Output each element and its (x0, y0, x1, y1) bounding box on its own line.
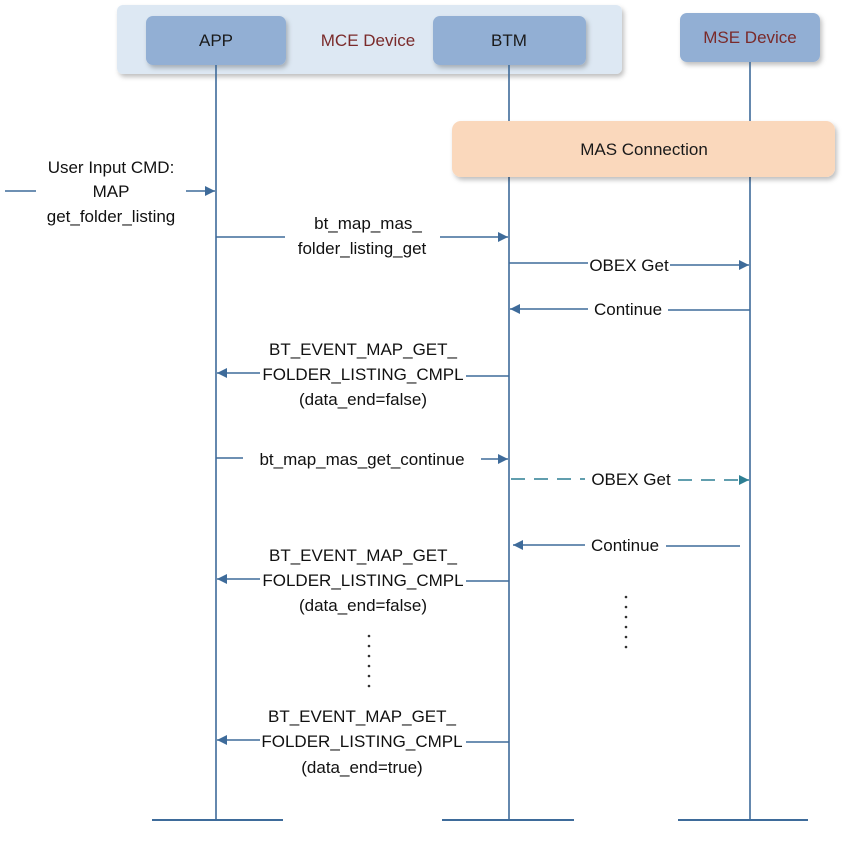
event-3-label-1: BT_EVENT_MAP_GET_ (268, 707, 457, 726)
get-continue-label: bt_map_mas_get_continue (259, 450, 464, 469)
user-input-label-1: User Input CMD: (48, 158, 175, 177)
event-2-label-1: BT_EVENT_MAP_GET_ (269, 546, 458, 565)
event-2-label-2: FOLDER_LISTING_CMPL (262, 571, 463, 590)
event-1-label-2: FOLDER_LISTING_CMPL (262, 365, 463, 384)
user-input-label-2: MAP (93, 182, 130, 201)
continuation-dots-right (624, 595, 628, 649)
folder-listing-get-label-1: bt_map_mas_ (314, 214, 422, 233)
continuation-dots-center (367, 634, 371, 688)
user-input-label-3: get_folder_listing (47, 207, 176, 226)
btm-participant-label: BTM (491, 31, 527, 50)
folder-listing-get-label-2: folder_listing_get (298, 239, 427, 258)
mse-device-label: MSE Device (703, 28, 797, 47)
continue-1-label: Continue (594, 300, 662, 319)
event-1-label-1: BT_EVENT_MAP_GET_ (269, 340, 458, 359)
event-2-label-3: (data_end=false) (299, 596, 427, 615)
mas-connection-box (452, 121, 835, 177)
mas-connection-label: MAS Connection (580, 140, 708, 159)
obex-get-1-label: OBEX Get (589, 256, 669, 275)
event-3-label-3: (data_end=true) (301, 758, 422, 777)
mce-device-label: MCE Device (321, 31, 415, 50)
mse-device-box (680, 13, 820, 62)
app-participant-box (146, 16, 286, 65)
obex-get-2-label: OBEX Get (591, 470, 671, 489)
event-1-label-3: (data_end=false) (299, 390, 427, 409)
btm-participant-box (433, 16, 586, 65)
continue-2-label: Continue (591, 536, 659, 555)
event-3-label-2: FOLDER_LISTING_CMPL (261, 732, 462, 751)
app-participant-label: APP (199, 31, 233, 50)
